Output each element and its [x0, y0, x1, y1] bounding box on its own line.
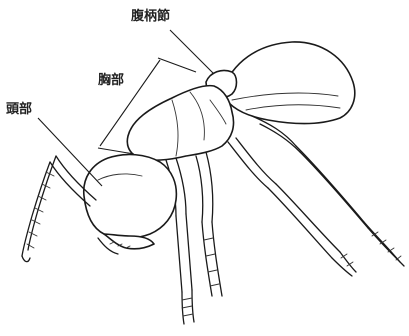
head	[84, 155, 177, 239]
label-petiole: 腹柄節	[131, 10, 170, 23]
petiole-leader	[170, 30, 214, 74]
head-leader	[38, 118, 102, 186]
gaster	[222, 42, 355, 124]
thorax	[127, 86, 233, 161]
middle-leg	[228, 138, 356, 276]
mandibles	[98, 234, 154, 254]
label-head: 頭部	[6, 103, 32, 116]
label-thorax: 胸部	[98, 74, 124, 87]
fore-leg	[196, 152, 222, 296]
antenna	[22, 156, 96, 262]
hind-leg	[252, 116, 404, 266]
